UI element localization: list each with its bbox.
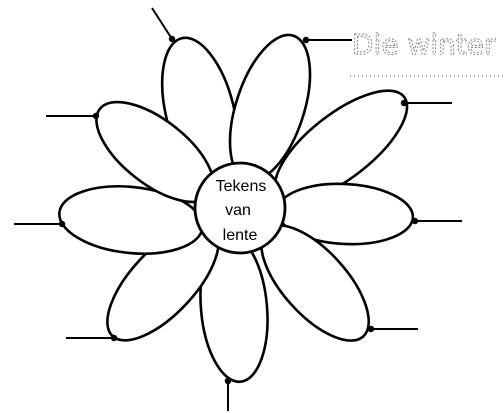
dot-top-right [303,37,309,43]
center-line-1: Tekens [216,178,267,195]
dot-right-lower [368,326,374,332]
center-line-2: van [225,202,251,219]
worksheet-title: Die winter [352,28,496,61]
center-line-3: lente [223,227,258,244]
dot-right [412,218,418,224]
dot-bottom [225,378,231,384]
dot-left-lower [111,335,117,341]
line-top-left [152,8,172,39]
dot-left [59,221,65,227]
dot-left-upper [93,113,99,119]
dot-top-left [169,36,175,42]
dot-right-upper [401,100,407,106]
